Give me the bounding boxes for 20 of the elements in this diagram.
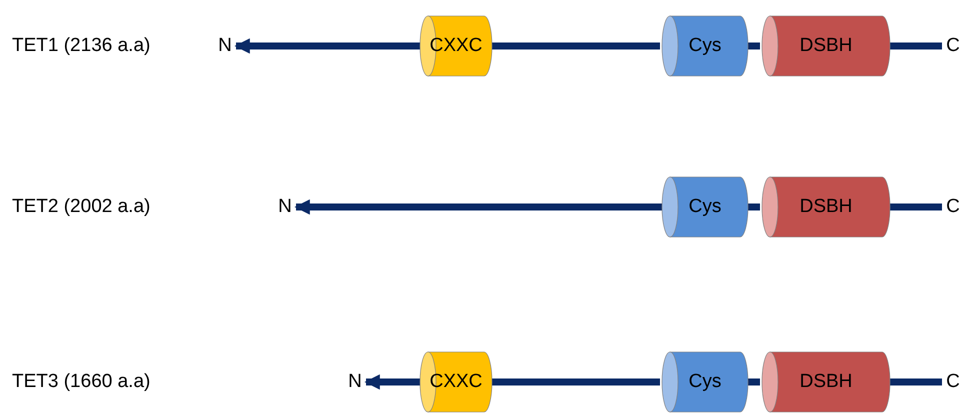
terminus-label: N bbox=[216, 34, 234, 58]
terminus-label: C bbox=[944, 195, 962, 219]
backbone-arrow bbox=[294, 199, 662, 215]
backbone-line bbox=[492, 42, 660, 50]
backbone-arrow bbox=[364, 374, 420, 390]
backbone-line bbox=[748, 378, 760, 386]
backbone-line bbox=[890, 204, 942, 210]
protein-name: TET3 (1660 a.a) bbox=[12, 371, 150, 393]
backbone-line bbox=[890, 42, 942, 50]
backbone-line bbox=[748, 204, 760, 210]
terminus-label: C bbox=[944, 34, 962, 58]
backbone-line bbox=[492, 378, 660, 386]
protein-name: TET2 (2002 a.a) bbox=[12, 196, 150, 218]
terminus-label: N bbox=[276, 195, 294, 219]
protein-name: TET1 (2136 a.a) bbox=[12, 35, 150, 57]
backbone-line bbox=[748, 42, 760, 50]
terminus-label: N bbox=[346, 370, 364, 394]
terminus-label: C bbox=[944, 370, 962, 394]
backbone-arrow bbox=[234, 38, 420, 54]
backbone-line bbox=[890, 378, 942, 386]
